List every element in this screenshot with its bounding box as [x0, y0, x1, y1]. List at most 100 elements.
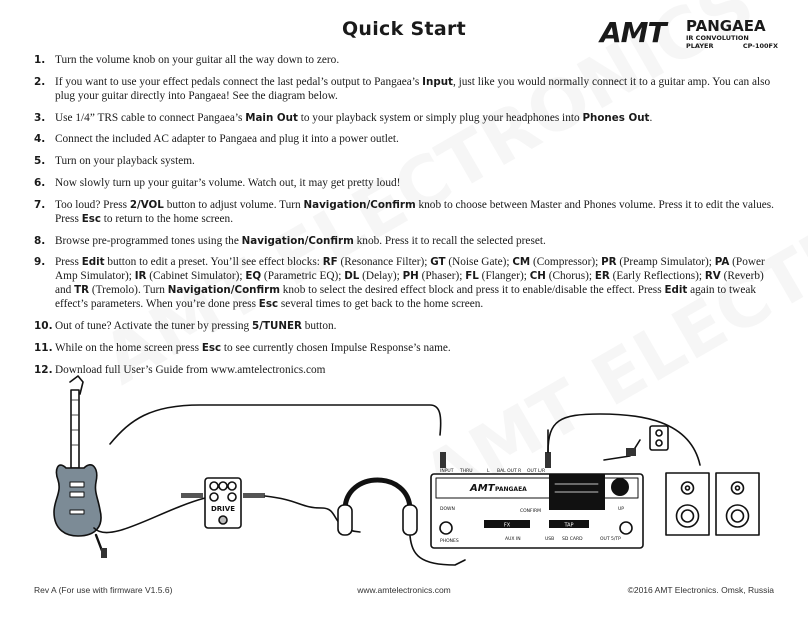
- step-text: (Preamp Simulator);: [616, 256, 715, 269]
- step-keyword: CH: [529, 270, 546, 283]
- step-text: Use 1/4” TRS cable to connect Pangaea’s: [55, 111, 246, 124]
- instruction-list: 1. Turn the volume knob on your guitar al…: [34, 53, 782, 385]
- step-item: 7.Too loud? Press 2/VOL button to adjust…: [34, 198, 782, 226]
- svg-text:CONFIRM: CONFIRM: [520, 508, 541, 514]
- step-keyword: EQ: [245, 270, 262, 283]
- step-item: 12.Download full User’s Guide from www.a…: [34, 363, 782, 377]
- step-item: 5.Turn on your playback system.: [34, 154, 782, 168]
- step-text: (Compressor);: [530, 256, 602, 269]
- svg-text:OUT L/R: OUT L/R: [527, 468, 545, 474]
- step-item: 8.Browse pre-programmed tones using the …: [34, 234, 782, 248]
- step-text: (Early Reflections);: [609, 270, 705, 283]
- step-text: (Chorus);: [545, 270, 595, 283]
- step-item: 10.Out of tune? Activate the tuner by pr…: [34, 319, 782, 333]
- step-number: 9.: [34, 256, 46, 269]
- svg-text:AUX IN: AUX IN: [505, 536, 521, 542]
- amt-logo: AMT PANGAEA IR CONVOLUTION PLAYER CP-100…: [600, 16, 778, 52]
- step-item: 3. Use 1/4” TRS cable to connect Pangaea’…: [34, 111, 782, 125]
- step-text: (Parametric EQ);: [261, 270, 345, 283]
- step-text: to return to the home screen.: [100, 212, 234, 225]
- step-number: 6.: [34, 176, 46, 189]
- step-text: again to tweak effect’s parameters. When…: [55, 284, 756, 311]
- step-text: Turn the volume knob on your guitar all …: [55, 54, 340, 66]
- step-keyword: Main Out: [245, 111, 298, 124]
- step-item: 2.If you want to use your effect pedals …: [34, 75, 782, 103]
- step-keyword: RV: [704, 270, 721, 283]
- footer-revision: Rev A (For use with firmware V1.5.6): [34, 585, 173, 595]
- step-text: knob. Press it to recall the selected pr…: [353, 234, 546, 247]
- step-keyword: Navigation/Confirm: [167, 284, 280, 297]
- step-text: If you want to use your effect pedals co…: [55, 75, 423, 88]
- step-text: .: [649, 111, 653, 124]
- step-item: 4.Connect the included AC adapter to Pan…: [34, 132, 782, 146]
- step-text: button to edit a preset. You’ll see effe…: [104, 256, 323, 269]
- step-text: (Delay);: [359, 270, 403, 283]
- svg-text:USB: USB: [545, 536, 554, 542]
- step-text: button to adjust volume. Turn: [163, 198, 304, 211]
- step-number: 11.: [34, 341, 53, 354]
- step-number: 4.: [34, 133, 46, 146]
- step-keyword: IR: [134, 270, 147, 283]
- power-outlet-icon: [603, 425, 669, 461]
- step-keyword: Navigation/Confirm: [303, 198, 416, 211]
- cable-guitar-pedal: [93, 497, 206, 534]
- logo-model: CP-100FX: [742, 42, 778, 50]
- headphones-icon: [337, 477, 466, 566]
- drive-pedal-icon: DRIVE: [181, 477, 265, 529]
- step-keyword: Esc: [258, 298, 279, 311]
- svg-text:OUT 5/TP: OUT 5/TP: [600, 536, 621, 542]
- svg-text:PANGAEA: PANGAEA: [495, 486, 527, 493]
- step-number: 3.: [34, 111, 46, 124]
- step-text: (Resonance Filter);: [337, 256, 431, 269]
- step-number: 8.: [34, 234, 46, 247]
- step-number: 1.: [34, 54, 46, 66]
- step-item: 11.While on the home screen press Esc to…: [34, 341, 782, 355]
- step-keyword: PH: [402, 270, 419, 283]
- step-keyword: CM: [512, 256, 531, 269]
- step-text: (Phaser);: [418, 270, 466, 283]
- step-text: Browse pre-programmed tones using the: [55, 234, 242, 247]
- svg-text:BAL OUT R: BAL OUT R: [497, 468, 521, 474]
- step-keyword: 2/VOL: [129, 198, 164, 211]
- step-text: several times to get back to the home sc…: [278, 298, 484, 311]
- svg-text:TAP: TAP: [563, 523, 573, 529]
- step-keyword: FL: [465, 270, 479, 283]
- page-title: Quick Start: [341, 18, 467, 40]
- step-text: knob to choose between Master and Phones…: [55, 198, 774, 225]
- step-keyword: Esc: [201, 341, 222, 354]
- step-text: to your playback system or simply plug y…: [297, 111, 583, 124]
- step-number: 5.: [34, 155, 46, 168]
- step-keyword: PR: [601, 256, 617, 269]
- pangaea-device-icon: AMT PANGAEA FX TAP DOWN UP CONFIRM PHONE…: [430, 452, 644, 549]
- step-text: (Tremolo). Turn: [89, 284, 168, 297]
- step-text: Now slowly turn up your guitar’s volume.…: [55, 176, 401, 189]
- step-keyword: 5/TUNER: [252, 320, 302, 333]
- step-text: knob to select the desired effect block …: [279, 284, 665, 297]
- step-keyword: Input: [422, 75, 453, 88]
- step-item: 6. Now slowly turn up your guitar’s volum…: [34, 176, 782, 190]
- step-number: 12.: [34, 363, 53, 376]
- step-keyword: Phones Out: [582, 111, 650, 124]
- step-item: 1. Turn the volume knob on your guitar al…: [34, 53, 782, 67]
- svg-text:UP: UP: [618, 506, 624, 512]
- step-text: (Cabinet Simulator);: [146, 270, 246, 283]
- step-text: (Flanger);: [478, 270, 530, 283]
- step-number: 10.: [34, 320, 53, 333]
- step-text: Press: [55, 256, 82, 269]
- footer-copyright: ©2016 AMT Electronics. Omsk, Russia: [627, 585, 774, 595]
- step-keyword: Edit: [81, 256, 105, 269]
- step-keyword: DL: [344, 270, 360, 283]
- step-text: Download full User’s Guide from www.amte…: [55, 363, 326, 376]
- step-text: (Reverb) and: [55, 270, 764, 297]
- step-text: While on the home screen press: [55, 341, 202, 354]
- connection-diagram: DRIVE AMT PANGAEA FX TAP DOWN UP CONFIRM…: [53, 375, 760, 566]
- step-keyword: TR: [74, 284, 90, 297]
- svg-text:AMT: AMT: [469, 483, 496, 494]
- step-keyword: Navigation/Confirm: [241, 234, 354, 247]
- step-text: Too loud? Press: [55, 198, 130, 211]
- footer-website: www.amtelectronics.com: [357, 585, 451, 595]
- step-keyword: GT: [430, 256, 446, 269]
- svg-text:DOWN: DOWN: [440, 506, 455, 512]
- svg-text:FX: FX: [504, 523, 511, 529]
- step-text: button.: [301, 320, 337, 333]
